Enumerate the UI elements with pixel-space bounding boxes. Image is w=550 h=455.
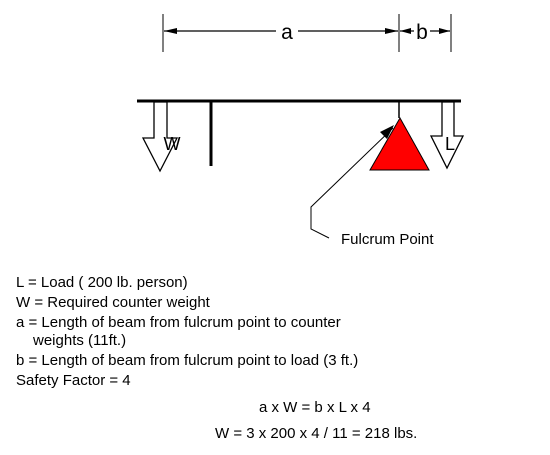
fulcrum-callout-label: Fulcrum Point xyxy=(341,231,434,248)
definition-counter-weight: W = Required counter weight xyxy=(16,294,210,311)
dimension-a: a xyxy=(164,21,398,44)
solution-equation: W = 3 x 200 x 4 / 11 = 218 lbs. xyxy=(215,425,418,442)
definitions-list: L = Load ( 200 lb. person) W = Required … xyxy=(16,273,536,391)
load-arrow: L xyxy=(429,101,465,170)
safety-factor: Safety Factor = 4 xyxy=(16,372,131,389)
dimension-b-arrow-right xyxy=(439,28,450,34)
definition-a-continued: weights (11ft.) xyxy=(33,332,127,349)
dimension-a-label: a xyxy=(281,21,293,44)
definition-a: a = Length of beam from fulcrum point to… xyxy=(16,314,341,331)
dimension-b-arrow-left xyxy=(400,28,411,34)
fulcrum-callout-arrowhead xyxy=(380,125,394,139)
dimension-b-label: b xyxy=(416,21,428,44)
counter-weight-arrow: W xyxy=(141,101,181,173)
counter-weight-label: W xyxy=(164,134,181,154)
load-label: L xyxy=(445,134,455,154)
dimension-a-arrow-right xyxy=(385,28,398,34)
dimension-a-arrow-left xyxy=(164,28,177,34)
definition-load: L = Load ( 200 lb. person) xyxy=(16,274,188,291)
dimension-b: b xyxy=(400,21,450,44)
balance-equation: a x W = b x L x 4 xyxy=(259,399,371,416)
definition-b: b = Length of beam from fulcrum point to… xyxy=(16,352,359,369)
fulcrum-callout-leader xyxy=(310,125,394,239)
fulcrum-triangle xyxy=(369,116,430,171)
